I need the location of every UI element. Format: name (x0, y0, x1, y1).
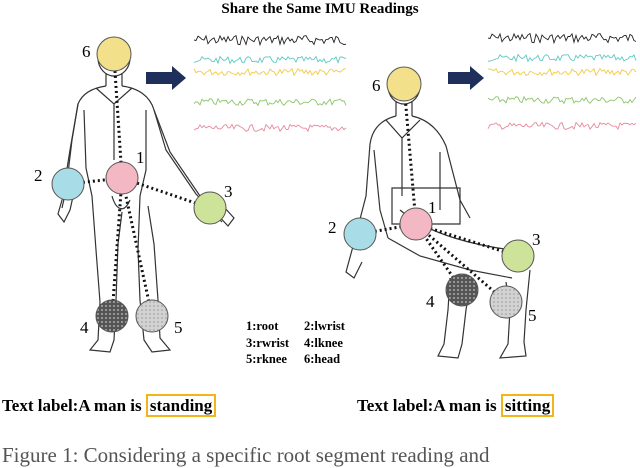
standing-sensor-1-number: 1 (136, 148, 145, 167)
figure-canvas (51, 32, 637, 359)
text-label-sentence: A man is (433, 396, 501, 415)
imu-signal-trace (487, 53, 637, 63)
sitting-sensor-4 (445, 273, 479, 307)
standing-sensor-2 (51, 167, 85, 201)
sitting-sensor-5 (489, 285, 523, 319)
figure-title: Share the Same IMU Readings (221, 1, 419, 17)
sitting-sensor-links (359, 83, 519, 304)
legend-item: 4:lknee (304, 335, 343, 350)
arrow-icon-left (146, 66, 186, 90)
sitting-sensor-3-number: 3 (532, 230, 541, 249)
sitting-sensor-1 (399, 207, 433, 241)
imu-signal-trace (193, 67, 347, 77)
sitting-sensor-4-number: 4 (426, 292, 435, 311)
standing-sensor-2-number: 2 (34, 166, 43, 185)
text-label-sentence: A man is (78, 396, 146, 415)
imu-signal-trace (193, 97, 347, 107)
imu-signal-trace (487, 67, 637, 77)
imu-signal-trace (487, 32, 637, 45)
standing-figure (57, 39, 235, 353)
sitting-text-label: Text label:A man is sitting (357, 394, 555, 417)
sitting-sensor-3 (501, 239, 535, 273)
imu-signal-trace (487, 121, 637, 131)
sitting-sensor-2-number: 2 (328, 218, 337, 237)
imu-signal-trace (487, 95, 637, 105)
text-label-prefix: Text label: (357, 396, 434, 415)
standing-sensor-6-number: 6 (82, 42, 91, 61)
legend-row: 3:rwrist 4:lknee (246, 335, 362, 352)
standing-sensor-5 (135, 299, 169, 333)
imu-signal-trace (193, 55, 347, 65)
legend-row: 5:rknee 6:head (246, 351, 362, 368)
standing-sensor-6 (96, 36, 132, 72)
sitting-sensor-2 (343, 217, 377, 251)
standing-sensor-4 (95, 299, 129, 333)
standing-sensor-4-number: 4 (80, 318, 89, 337)
sitting-sensor-1-number: 1 (428, 198, 437, 217)
legend-item: 6:head (304, 352, 341, 366)
standing-sensor-3 (193, 191, 227, 225)
legend-item: 2:lwrist (304, 319, 345, 333)
standing-text-label: Text label:A man is standing (2, 394, 217, 417)
imu-signals-right (487, 32, 637, 131)
legend-item: 5:rknee (246, 352, 287, 366)
text-label-prefix: Text label: (2, 396, 79, 415)
imu-signal-trace (193, 34, 347, 47)
legend-item: 3:rwrist (246, 335, 290, 350)
arrow-icon-right (448, 66, 484, 90)
standing-label-word: standing (145, 394, 217, 417)
figure-caption: Figure 1: Considering a specific root se… (2, 443, 490, 467)
imu-signals-left (193, 34, 347, 133)
sensor-legend: 1:root 2:lwrist 3:rwrist 4:lknee 5:rknee 6:… (246, 318, 362, 368)
imu-signal-trace (193, 123, 347, 133)
sitting-label-word: sitting (500, 394, 555, 417)
legend-item: 1:root (246, 319, 279, 333)
standing-sensor-3-number: 3 (224, 182, 233, 201)
sitting-sensor-6 (386, 66, 422, 102)
standing-sensor-1 (105, 161, 139, 195)
legend-row: 1:root 2:lwrist (246, 318, 362, 335)
sitting-sensor-5-number: 5 (528, 306, 537, 325)
standing-sensor-5-number: 5 (174, 318, 183, 337)
sitting-sensor-6-number: 6 (372, 76, 381, 95)
